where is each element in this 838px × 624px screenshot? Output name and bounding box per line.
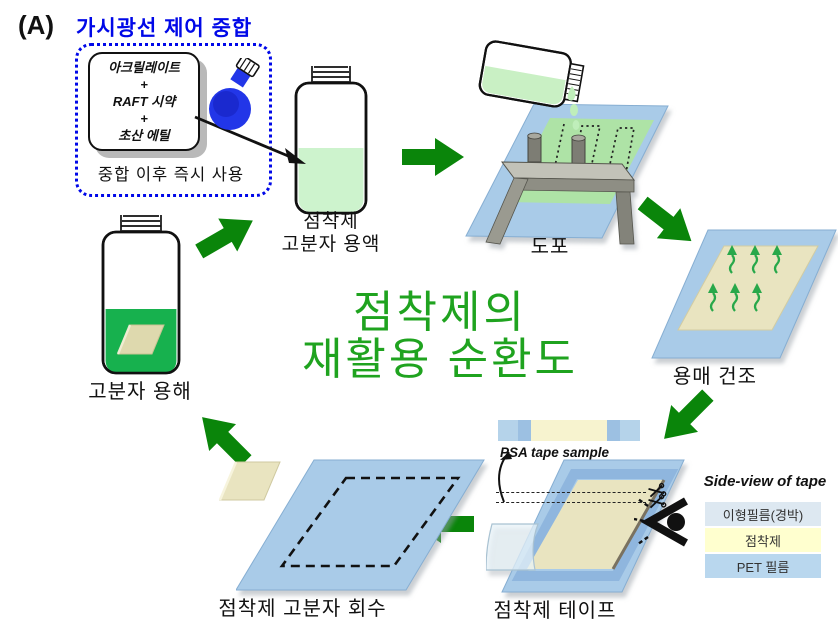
coating-label: 도포 bbox=[530, 236, 570, 258]
drying-label: 용매 건조 bbox=[672, 366, 758, 388]
side-view-title: Side-view of tape bbox=[703, 473, 827, 490]
flow-arrow-solution-to-coating bbox=[402, 136, 464, 178]
reagent-box: 아크릴레이트 + RAFT 시약 + 초산 에틸 bbox=[88, 52, 200, 151]
plus-sign: + bbox=[140, 111, 148, 126]
peel-curved-arrow bbox=[492, 444, 530, 511]
recovery-label: 점착제 고분자 회수 bbox=[218, 598, 387, 620]
film-applicator-icon bbox=[485, 132, 636, 245]
recovered-adhesive-piece bbox=[218, 458, 284, 511]
tape-layer-stack: 이형필름(경박) 점착제 PET 필름 bbox=[705, 502, 821, 580]
cut-line bbox=[496, 492, 646, 493]
flow-arrow-coating-to-drying bbox=[630, 186, 705, 257]
solution-jar bbox=[291, 64, 371, 221]
sample-stripe bbox=[607, 420, 620, 441]
peeled-film bbox=[485, 523, 539, 571]
sample-center bbox=[531, 420, 607, 441]
layer-adhesive: 점착제 bbox=[705, 528, 821, 552]
pouring-bottle bbox=[476, 28, 596, 133]
cut-line bbox=[496, 502, 646, 503]
reagent-line: 아크릴레이트 bbox=[108, 60, 180, 75]
recovery-station bbox=[235, 454, 488, 601]
psa-tape-sample bbox=[498, 420, 640, 441]
flow-arrow-recovery-to-dissolution bbox=[187, 402, 261, 476]
layer-release-film: 이형필름(경박) bbox=[705, 502, 821, 526]
dissolution-jar bbox=[98, 213, 183, 383]
polymerization-dotted-box bbox=[75, 43, 272, 197]
panel-label: (A) bbox=[18, 10, 55, 40]
diagram-title-line2: 재활용 순환도 bbox=[301, 335, 579, 384]
flow-arrow-drying-to-tape bbox=[649, 380, 723, 454]
psa-sample-label: PSA tape sample bbox=[500, 445, 610, 460]
plus-sign: + bbox=[140, 77, 148, 92]
dissolution-label: 고분자 용해 bbox=[88, 381, 192, 403]
solution-label: 점착제 고분자 용액 bbox=[261, 210, 401, 256]
coating-station bbox=[462, 96, 672, 253]
flow-arrow-dissolution-to-solution bbox=[189, 202, 264, 269]
scissors-icon bbox=[645, 493, 669, 517]
sample-end bbox=[498, 420, 518, 441]
layer-pet-film: PET 필름 bbox=[705, 554, 821, 578]
diagram-title: 점착제의 재활용 순환도 bbox=[272, 289, 608, 383]
pouring-drops bbox=[562, 84, 588, 137]
sample-stripe bbox=[518, 420, 531, 441]
reagent-line: 초산 에틸 bbox=[118, 128, 170, 143]
drying-station bbox=[650, 226, 838, 369]
diagram-title-line1: 점착제의 bbox=[353, 288, 527, 337]
eye-icon bbox=[633, 494, 694, 555]
sample-end bbox=[620, 420, 640, 441]
solution-label-line2: 고분자 용액 bbox=[281, 234, 381, 255]
mix-arrow bbox=[190, 110, 315, 181]
solution-label-line1: 점착제 bbox=[303, 211, 359, 232]
polymerization-note: 중합 이후 즉시 사용 bbox=[97, 166, 245, 184]
reagent-line: RAFT 시약 bbox=[112, 94, 176, 109]
flask-icon bbox=[203, 55, 265, 143]
tape-label: 점착제 테이프 bbox=[493, 600, 617, 622]
polymerization-title: 가시광선 제어 중합 bbox=[76, 17, 253, 40]
